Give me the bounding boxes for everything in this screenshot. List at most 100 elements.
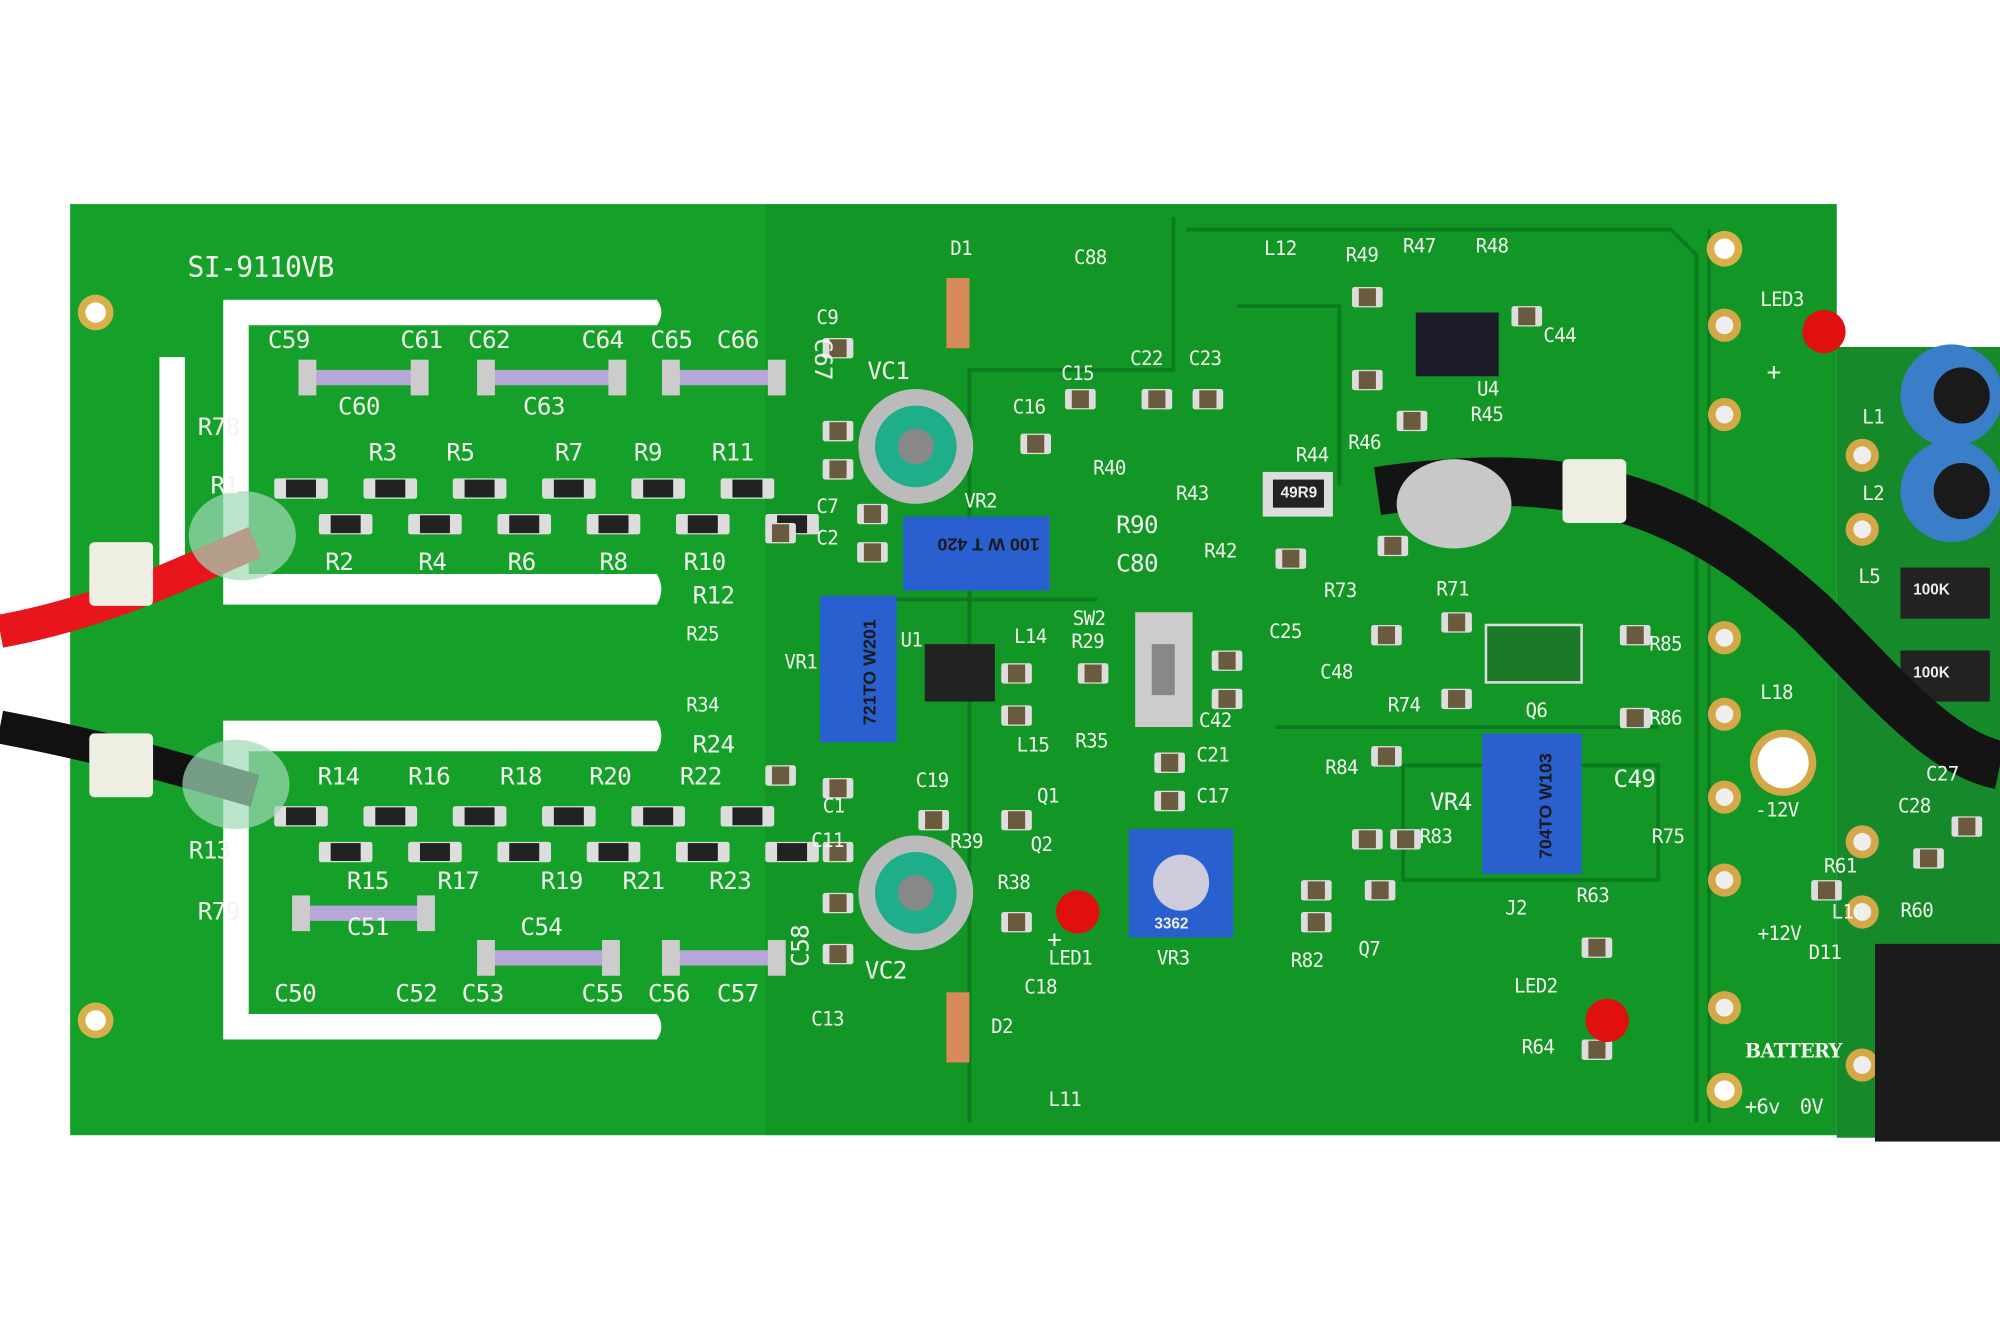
- capacitor-pad: [602, 940, 620, 976]
- pad-hole: [1715, 998, 1734, 1017]
- capacitor-pad: [292, 895, 310, 932]
- silkscreen-label: C61: [400, 326, 444, 355]
- silkscreen-label: C49: [1613, 765, 1657, 794]
- pad-hole: [1715, 788, 1734, 807]
- silkscreen-label: L12: [1264, 237, 1297, 261]
- silkscreen-label: R29: [1071, 630, 1105, 654]
- pad-hole: [1853, 903, 1872, 921]
- silkscreen-label: R21: [622, 867, 665, 896]
- silkscreen-label: C67: [808, 338, 837, 380]
- silkscreen-label: C13: [811, 1007, 844, 1031]
- component-marking: 100 W T 420: [937, 534, 1040, 555]
- silkscreen-label: R19: [540, 867, 584, 896]
- smd-component: [1027, 434, 1045, 453]
- silkscreen-label: C18: [1024, 975, 1057, 999]
- silkscreen-label: C62: [468, 326, 511, 355]
- smd-component: [1218, 651, 1236, 670]
- capacitor-pad: [661, 359, 680, 396]
- smd-component: [1358, 371, 1376, 390]
- silkscreen-label: C60: [338, 392, 381, 421]
- silkscreen-label: C22: [1130, 346, 1163, 370]
- silkscreen-label: C23: [1188, 346, 1222, 370]
- silkscreen-label: C80: [1116, 549, 1159, 578]
- silkscreen-label: R24: [692, 730, 736, 759]
- smd-component: [1588, 1040, 1606, 1059]
- silkscreen-label: R20: [589, 762, 632, 791]
- silkscreen-label: R22: [679, 762, 723, 791]
- silkscreen-label: C88: [1073, 246, 1107, 270]
- led: [1585, 998, 1629, 1043]
- silkscreen-label: R3: [368, 438, 398, 467]
- smd-component: [1919, 849, 1938, 868]
- capacitor: [306, 369, 421, 386]
- silkscreen-label: R44: [1295, 443, 1329, 467]
- silkscreen-label: R75: [1651, 825, 1685, 849]
- silkscreen-label: L15: [1016, 733, 1050, 757]
- silkscreen-label: R6: [507, 548, 537, 577]
- electrolytic-capacitor-top: [1933, 463, 1990, 520]
- solder-joint: [1396, 459, 1512, 549]
- silkscreen-label: Q1: [1036, 784, 1059, 808]
- ic-u4: [1415, 312, 1499, 377]
- inductor-100k-a: [1900, 567, 1990, 619]
- silkscreen-label: R13: [188, 836, 232, 865]
- trimmer-vr4: [1482, 733, 1582, 874]
- variable-capacitor-screw: [897, 428, 934, 465]
- board-id-label: SI-9110VB: [187, 252, 334, 285]
- resistor: [375, 807, 406, 826]
- silkscreen-label: R7: [554, 438, 584, 467]
- silkscreen-label: R48: [1475, 234, 1509, 258]
- resistor: [330, 515, 361, 534]
- smd-component: [863, 505, 882, 523]
- capacitor: [299, 905, 428, 921]
- smd-component: [1008, 664, 1026, 683]
- smd-component: [1384, 536, 1402, 555]
- mounting-hole-center: [1714, 1080, 1735, 1101]
- silkscreen-label: R60: [1900, 899, 1934, 923]
- silkscreen-label: C58: [786, 924, 815, 967]
- resistor: [777, 843, 808, 861]
- silkscreen-label: -12V: [1755, 798, 1799, 822]
- pad-hole: [1853, 520, 1872, 539]
- silkscreen-label: SW2: [1072, 607, 1106, 631]
- silkscreen-label: R17: [437, 867, 480, 896]
- silkscreen-label: C42: [1198, 709, 1232, 733]
- smd-component: [829, 894, 847, 912]
- capacitor-pad: [298, 359, 317, 396]
- diode-d1: [946, 278, 970, 349]
- silkscreen-label: R43: [1176, 482, 1209, 506]
- silkscreen-label: R40: [1093, 456, 1126, 480]
- smd-component: [829, 460, 847, 479]
- silkscreen-label: C27: [1926, 762, 1959, 786]
- capacitor-pad: [661, 940, 680, 976]
- silkscreen-label: VR4: [1429, 788, 1473, 817]
- led: [1802, 309, 1846, 354]
- copper-trace: [967, 216, 1176, 1123]
- silkscreen-label: R90: [1116, 511, 1159, 540]
- smd-component: [1161, 792, 1179, 810]
- resistor: [509, 843, 540, 861]
- component-marking: 3362: [1154, 914, 1189, 933]
- capacitor-pad: [417, 895, 435, 932]
- silkscreen-label: R63: [1576, 883, 1610, 907]
- resistor: [643, 479, 674, 498]
- pad-hole: [1715, 316, 1734, 335]
- capacitor-pad: [410, 359, 429, 396]
- silkscreen-label: R86: [1649, 706, 1682, 730]
- smd-component: [1084, 664, 1102, 683]
- smd-component: [1626, 709, 1644, 728]
- resistor: [419, 515, 450, 534]
- battery-connector: [1874, 943, 2000, 1142]
- silkscreen-label: U4: [1477, 377, 1499, 401]
- smd-component: [1008, 811, 1026, 830]
- capacitor-pad: [608, 359, 627, 396]
- silkscreen-label: C52: [395, 979, 438, 1008]
- smd-component: [1008, 913, 1026, 932]
- capacitor: [484, 369, 619, 386]
- variable-capacitor-screw: [897, 874, 934, 911]
- smd-component: [1448, 613, 1466, 632]
- silkscreen-label: C65: [650, 326, 694, 355]
- silkscreen-label: R46: [1348, 431, 1381, 455]
- silkscreen-label: L16: [1831, 900, 1865, 924]
- silkscreen-label: R1: [210, 471, 239, 500]
